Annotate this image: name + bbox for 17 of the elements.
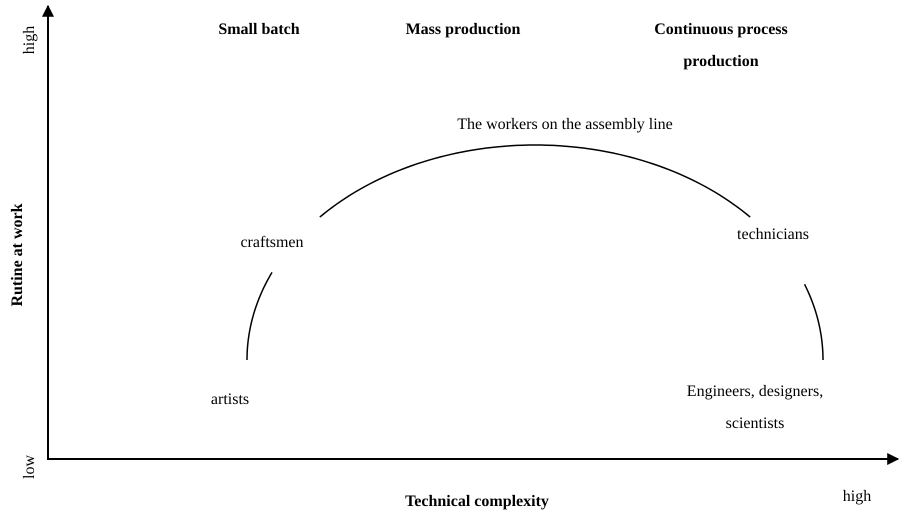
curve-line: [535, 144, 751, 218]
column-heading: Small batch: [218, 20, 300, 40]
axis-label: high: [20, 26, 39, 54]
node-label: technicians: [718, 219, 828, 251]
curve-line: [319, 144, 535, 218]
node-label: Engineers, designers, scientists: [660, 376, 850, 440]
axis-title: Rutine at work: [8, 203, 27, 307]
node-label: craftsmen: [222, 227, 322, 259]
axis-label: low: [20, 455, 39, 479]
axis-title: Technical complexity: [405, 492, 549, 512]
axis-label: high: [842, 487, 872, 507]
curve-line: [804, 284, 824, 360]
column-heading: Mass production: [406, 20, 520, 40]
node-label: The workers on the assembly line: [400, 109, 730, 141]
column-heading: Continuous process production: [653, 20, 789, 72]
node-label: artists: [195, 384, 265, 416]
curve-line: [246, 272, 273, 360]
